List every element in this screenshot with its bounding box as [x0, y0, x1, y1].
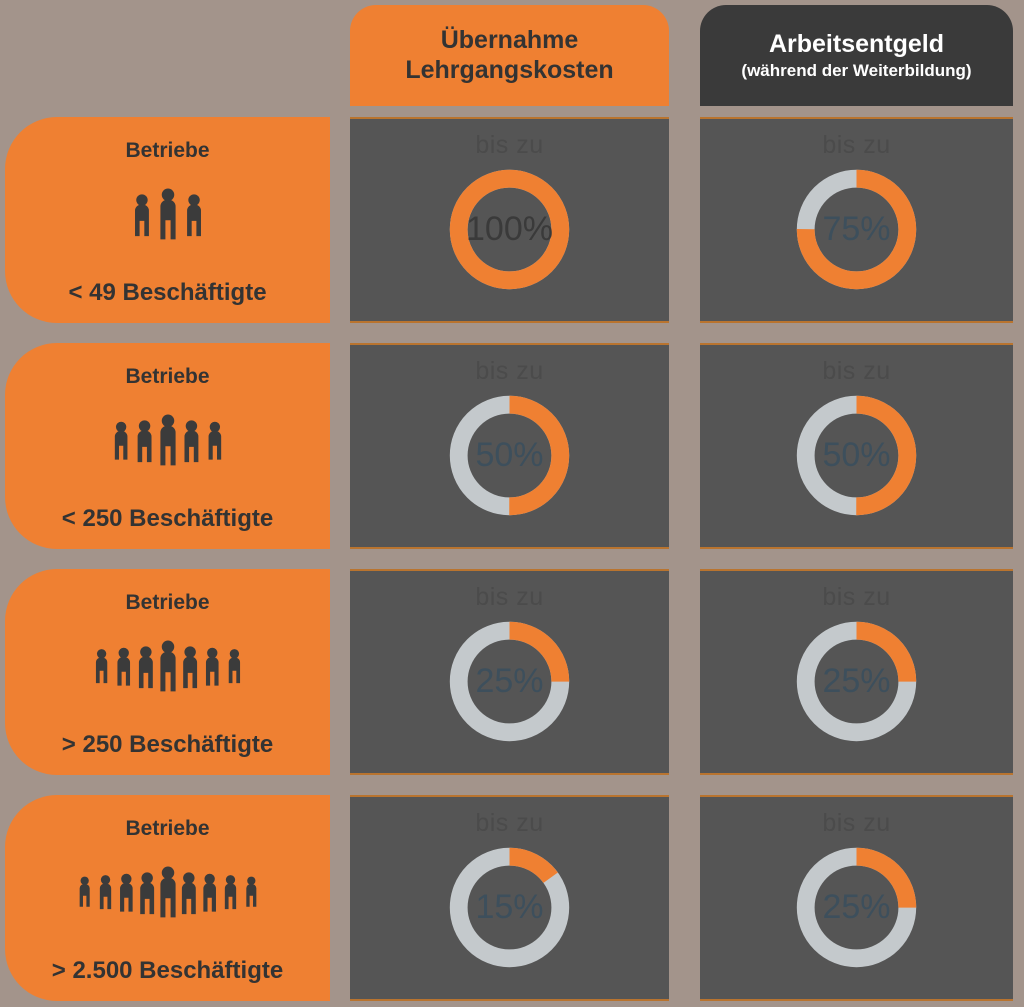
- people-group-icon: [18, 615, 318, 731]
- cost-donut-svg: [449, 621, 570, 742]
- header-wage-text: Arbeitsentgeld (während der Weiterbildun…: [741, 30, 971, 82]
- wage-donut-value: 25%: [822, 888, 891, 926]
- cost-donut-svg: [449, 395, 570, 516]
- size-label-card: Betriebe < 250 Beschäftigte: [5, 343, 330, 549]
- cost-donut-value: 15%: [475, 888, 544, 926]
- cost-stat-panel: bis zu 15%: [350, 795, 669, 1001]
- header-wage-title: Arbeitsentgeld: [768, 29, 944, 58]
- bis-zu-label: bis zu: [475, 357, 544, 385]
- header-wage-subtitle: (während der Weiterbildung): [741, 61, 972, 81]
- header-cost: Übernahme Lehrgangskosten: [350, 5, 669, 106]
- cost-stat-panel: bis zu 50%: [350, 343, 669, 549]
- bis-zu-label: bis zu: [822, 583, 891, 611]
- table-row: Betriebe > 250 Beschäftigte bis zu 25% b…: [0, 569, 1024, 775]
- cost-donut-value: 25%: [475, 662, 544, 700]
- wage-donut-value: 50%: [822, 436, 891, 474]
- cost-donut-chart: 100%: [446, 166, 573, 293]
- wage-donut-svg: [796, 395, 917, 516]
- wage-donut-chart: 75%: [793, 166, 920, 293]
- size-label-card: Betriebe > 250 Beschäftigte: [5, 569, 330, 775]
- cost-donut-chart: 15%: [446, 844, 573, 971]
- cost-donut-svg: [449, 847, 570, 968]
- size-label-bottom: < 49 Beschäftigte: [68, 279, 267, 306]
- table-row: Betriebe < 250 Beschäftigte bis zu 50% b…: [0, 343, 1024, 549]
- wage-donut-chart: 25%: [793, 618, 920, 745]
- size-label-bottom: > 250 Beschäftigte: [61, 731, 274, 758]
- bis-zu-label: bis zu: [822, 809, 891, 837]
- size-label-top: Betriebe: [125, 817, 210, 840]
- size-label-card: Betriebe < 49 Beschäftigte: [5, 117, 330, 323]
- wage-donut-svg: [796, 847, 917, 968]
- bis-zu-label: bis zu: [475, 131, 544, 159]
- people-icon: [79, 866, 256, 918]
- size-label-top: Betriebe: [125, 139, 210, 162]
- cost-donut-svg: [449, 169, 570, 290]
- people-icon: [95, 640, 240, 692]
- wage-donut-svg: [796, 621, 917, 742]
- people-group-icon: [18, 163, 318, 279]
- bis-zu-label: bis zu: [475, 583, 544, 611]
- wage-donut-svg: [796, 169, 917, 290]
- wage-stat-panel: bis zu 25%: [700, 795, 1013, 1001]
- wage-donut-value: 25%: [822, 662, 891, 700]
- size-label-top: Betriebe: [125, 591, 210, 614]
- cost-donut-value: 50%: [475, 436, 544, 474]
- wage-donut-value: 75%: [822, 210, 891, 248]
- people-group-icon: [18, 389, 318, 505]
- people-group-icon: [18, 841, 318, 957]
- wage-donut-chart: 25%: [793, 844, 920, 971]
- table-row: Betriebe < 49 Beschäftigte bis zu 100% b…: [0, 117, 1024, 323]
- cost-donut-value: 100%: [466, 210, 553, 248]
- people-icon: [134, 188, 201, 240]
- header-cost-title: Übernahme: [440, 26, 579, 54]
- header-cost-text: Übernahme Lehrgangskosten: [405, 26, 613, 85]
- size-label-card: Betriebe > 2.500 Beschäftigte: [5, 795, 330, 1001]
- wage-donut-chart: 50%: [793, 392, 920, 519]
- people-icon: [114, 414, 221, 466]
- cost-donut-chart: 50%: [446, 392, 573, 519]
- table-row: Betriebe > 2.500 Beschäftigte bis zu 15%…: [0, 795, 1024, 1001]
- wage-stat-panel: bis zu 50%: [700, 343, 1013, 549]
- header-wage: Arbeitsentgeld (während der Weiterbildun…: [700, 5, 1013, 106]
- size-label-top: Betriebe: [125, 365, 210, 388]
- wage-stat-panel: bis zu 75%: [700, 117, 1013, 323]
- cost-stat-panel: bis zu 100%: [350, 117, 669, 323]
- size-label-bottom: > 2.500 Beschäftigte: [51, 957, 284, 984]
- wage-stat-panel: bis zu 25%: [700, 569, 1013, 775]
- cost-donut-chart: 25%: [446, 618, 573, 745]
- bis-zu-label: bis zu: [822, 357, 891, 385]
- size-label-bottom: < 250 Beschäftigte: [61, 505, 274, 532]
- cost-stat-panel: bis zu 25%: [350, 569, 669, 775]
- header-cost-subtitle: Lehrgangskosten: [405, 55, 614, 84]
- bis-zu-label: bis zu: [475, 809, 544, 837]
- bis-zu-label: bis zu: [822, 131, 891, 159]
